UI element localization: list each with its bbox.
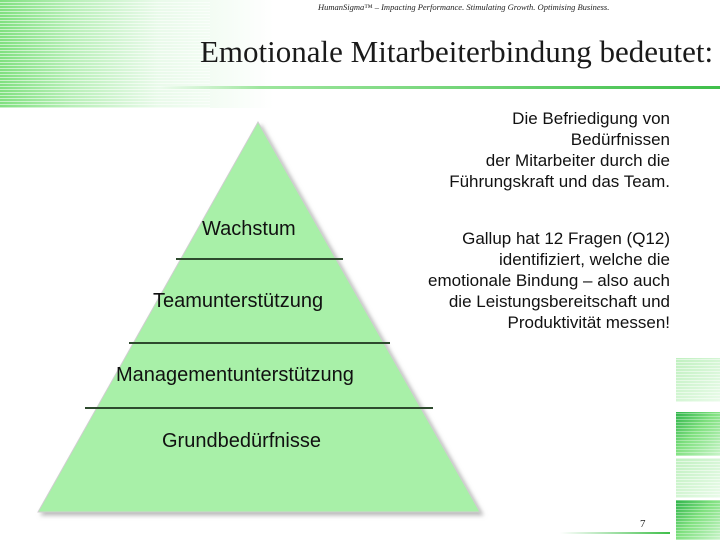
deco-square — [676, 500, 720, 540]
slide-title: Emotionale Mitarbeiterbindung bedeutet: — [200, 34, 714, 69]
text-line: Produktivität messen! — [507, 313, 670, 332]
text-line: Führungskraft und das Team. — [449, 172, 670, 191]
pyramid-level-teamunterstuetzung: Teamunterstützung — [153, 290, 324, 312]
pyramid-level-grundbeduerfnisse: Grundbedürfnisse — [162, 430, 321, 452]
text-line: emotionale Bindung – also auch — [428, 271, 670, 290]
page-number: 7 — [640, 518, 646, 530]
page-number-underline — [560, 532, 670, 534]
text-line: Die Befriedigung von — [512, 109, 670, 128]
text-line: Bedürfnissen — [570, 130, 670, 149]
deco-square — [676, 358, 720, 402]
text-block-befriedigung: Die Befriedigung von Bedürfnissen der Mi… — [340, 108, 670, 192]
deco-square — [676, 412, 720, 456]
text-line: identifiziert, welche die — [498, 250, 670, 269]
pyramid-level-managementunterstuetzung: Managementunterstützung — [116, 364, 354, 386]
text-block-gallup: Gallup hat 12 Fragen (Q12) identifiziert… — [340, 228, 670, 333]
deco-square — [676, 458, 720, 498]
text-line: Gallup hat 12 Fragen (Q12) — [462, 229, 670, 248]
header-stripes — [0, 0, 210, 108]
text-line: die Leistungsbereitschaft und — [448, 292, 670, 311]
pyramid-shape — [37, 120, 481, 513]
title-underline — [160, 86, 720, 89]
text-line: der Mitarbeiter durch die — [485, 151, 670, 170]
pyramid-level-wachstum: Wachstum — [202, 218, 296, 240]
tagline: HumanSigma™ – Impacting Performance. Sti… — [318, 2, 610, 12]
